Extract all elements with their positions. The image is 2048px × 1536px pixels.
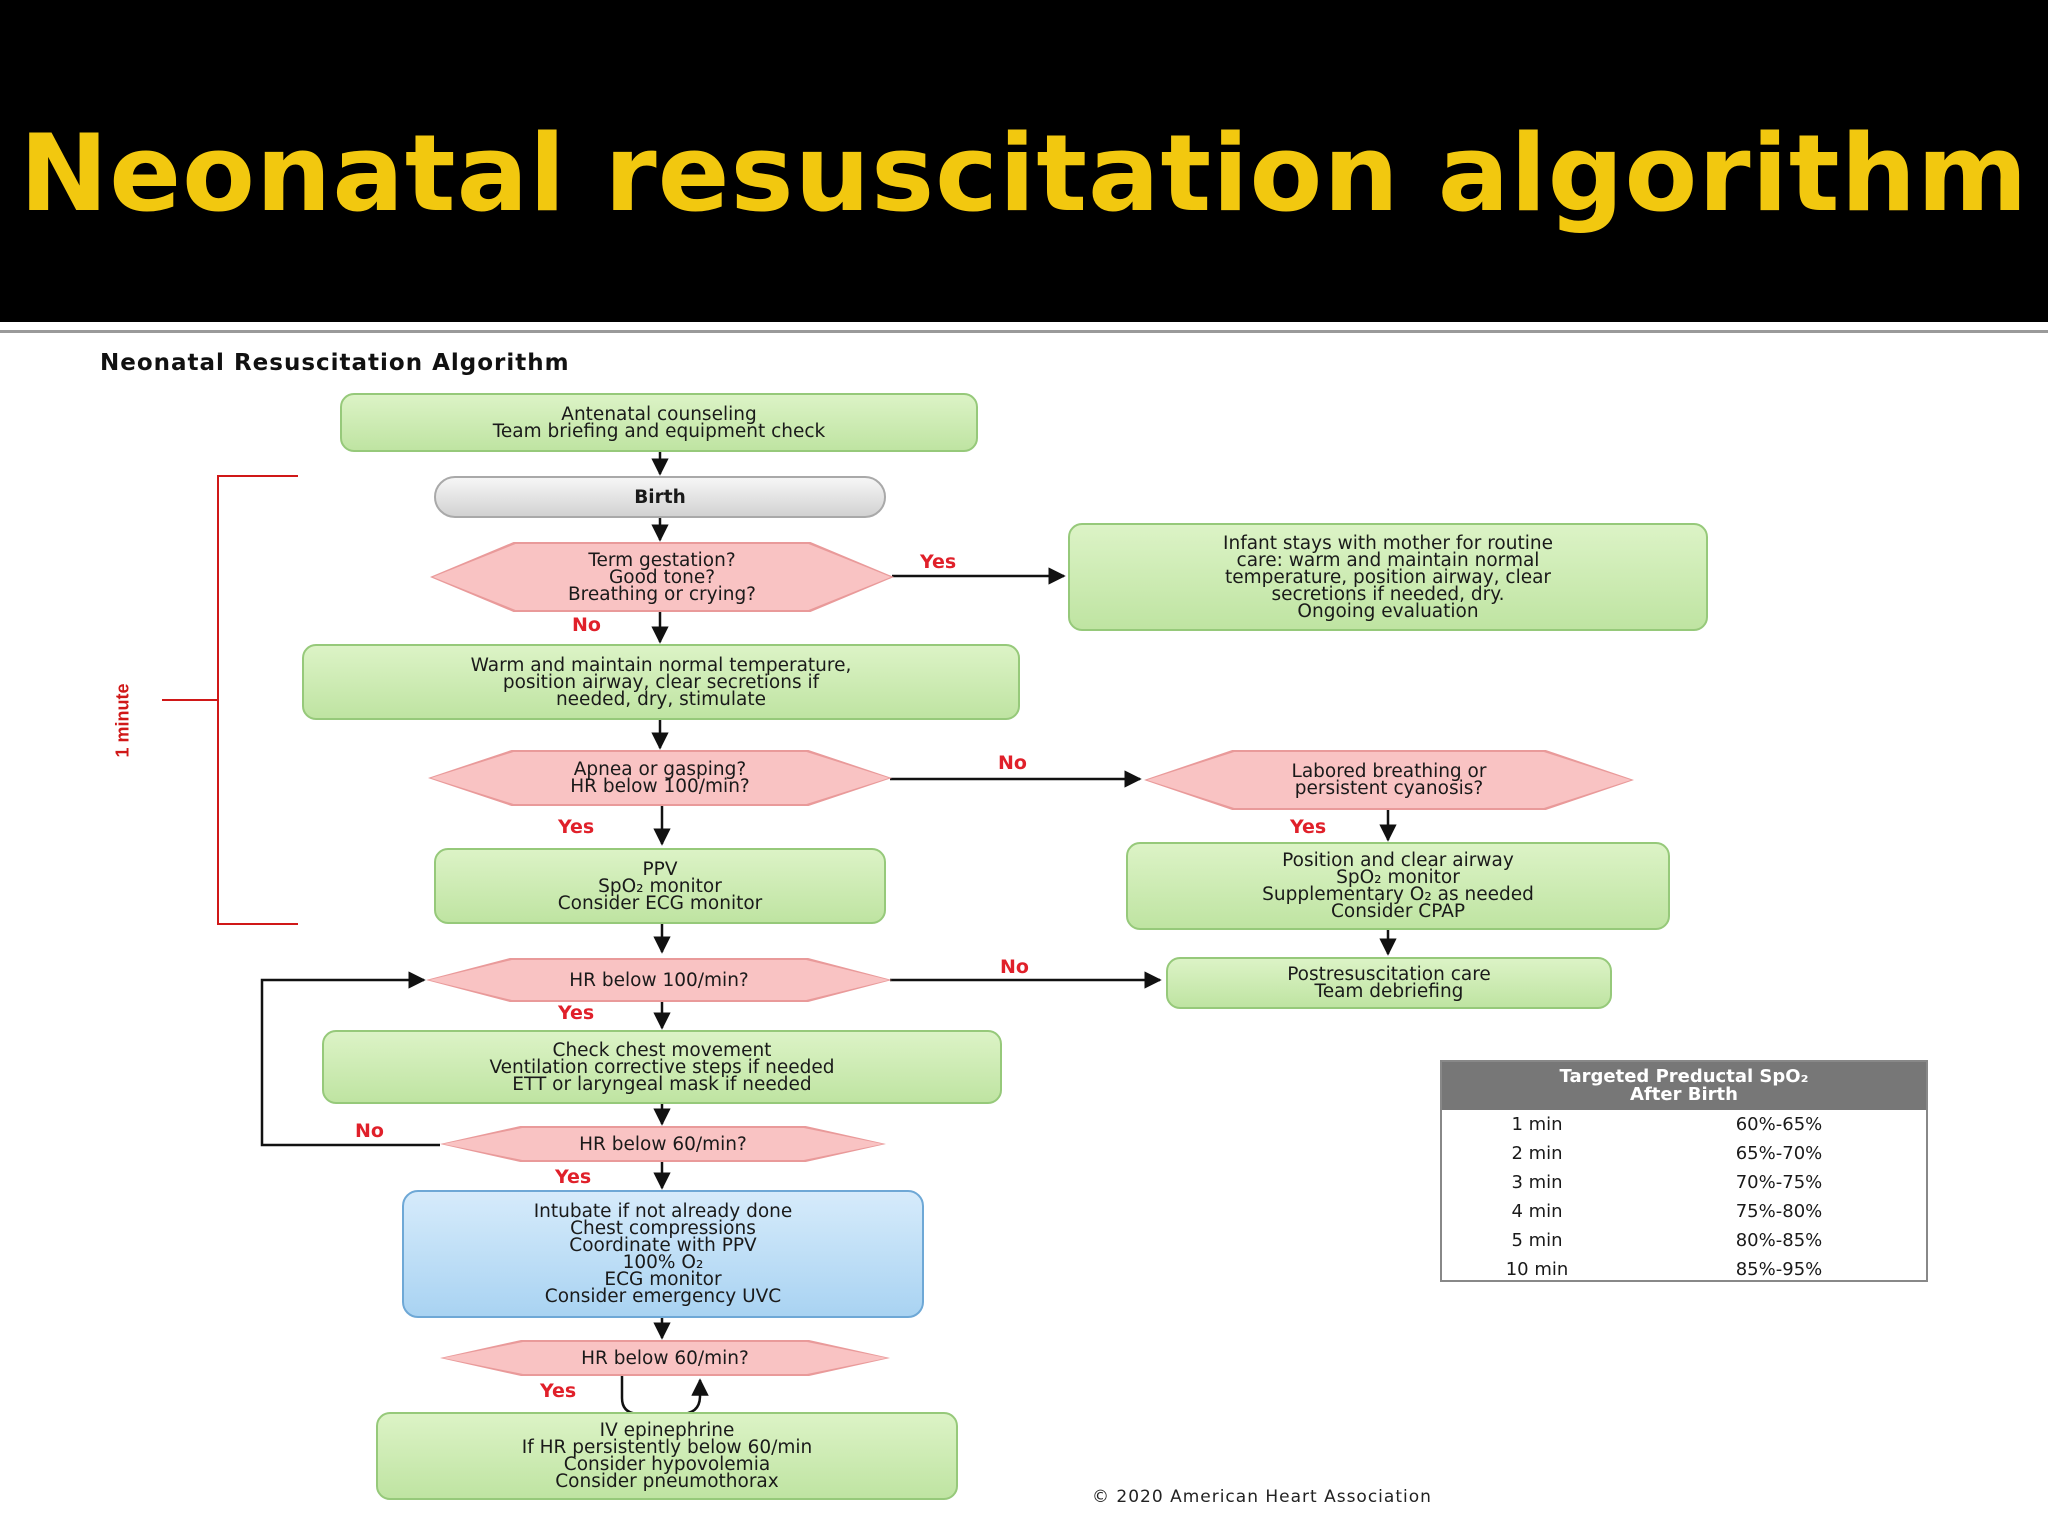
position-airway-box: Position and clear airway SpO₂ monitor S… [1126, 842, 1670, 930]
iv-epinephrine-box: IV epinephrine If HR persistently below … [376, 1412, 958, 1500]
apnea-no-label: No [998, 752, 1027, 774]
routine-care-box: Infant stays with mother for routine car… [1068, 523, 1708, 631]
divider-line [0, 330, 2048, 333]
range-cell: 85%-95% [1735, 1259, 1823, 1280]
spo2-table-header: Targeted Preductal SpO₂ After Birth [1442, 1062, 1926, 1110]
time-cell: 3 min [1511, 1172, 1563, 1193]
table-row: 2 min 65%-70% [1442, 1139, 1926, 1168]
range-cell: 70%-75% [1735, 1172, 1823, 1193]
range-cell: 80%-85% [1735, 1230, 1823, 1251]
time-cell: 4 min [1511, 1201, 1563, 1222]
range-cell: 75%-80% [1735, 1201, 1823, 1222]
spo2-target-table: Targeted Preductal SpO₂ After Birth 1 mi… [1440, 1060, 1928, 1282]
range-cell: 60%-65% [1735, 1114, 1823, 1135]
hr100-yes-label: Yes [558, 1002, 595, 1024]
hr-below-100-decision: HR below 100/min? [429, 960, 889, 1000]
time-cell: 1 min [1511, 1114, 1563, 1135]
table-row: 3 min 70%-75% [1442, 1168, 1926, 1197]
table-row: 10 min 85%-95% [1442, 1255, 1926, 1284]
spo2-table-title: Targeted Preductal SpO₂ [1559, 1066, 1809, 1087]
hr-below-60-decision-2: HR below 60/min? [443, 1342, 887, 1374]
hr-below-60-decision-1: HR below 60/min? [443, 1128, 883, 1160]
postresuscitation-care-box: Postresuscitation care Team debriefing [1166, 957, 1612, 1009]
labored-breathing-decision: Labored breathing or persistent cyanosis… [1147, 752, 1631, 808]
term-no-label: No [572, 614, 601, 636]
labored-yes-label: Yes [1290, 816, 1327, 838]
slide-title: Neonatal resuscitation algorithm [19, 112, 2029, 235]
term-yes-label: Yes [920, 551, 957, 573]
time-bracket-text: 1 minute [112, 683, 133, 758]
birth-box: Birth [434, 476, 886, 518]
divider [0, 322, 2048, 326]
table-row: 5 min 80%-85% [1442, 1226, 1926, 1255]
copyright-notice: © 2020 American Heart Association [1092, 1487, 1432, 1507]
warm-stimulate-box: Warm and maintain normal temperature, po… [302, 644, 1020, 720]
term-gestation-decision: Term gestation? Good tone? Breathing or … [433, 544, 891, 610]
intubate-compressions-box: Intubate if not already done Chest compr… [402, 1190, 924, 1318]
time-bracket-label: 1 minute [108, 672, 138, 772]
time-cell: 5 min [1511, 1230, 1563, 1251]
check-chest-movement-box: Check chest movement Ventilation correct… [322, 1030, 1002, 1104]
apnea-yes-label: Yes [558, 816, 595, 838]
table-row: 1 min 60%-65% [1442, 1110, 1926, 1139]
time-cell: 10 min [1505, 1259, 1569, 1280]
hr60a-no-label: No [355, 1120, 384, 1142]
time-cell: 2 min [1511, 1143, 1563, 1164]
diagram-heading: Neonatal Resuscitation Algorithm [100, 350, 570, 376]
ppv-box: PPV SpO₂ monitor Consider ECG monitor [434, 848, 886, 924]
table-row: 4 min 75%-80% [1442, 1197, 1926, 1226]
hr60b-yes-label: Yes [540, 1380, 577, 1402]
hr100-no-label: No [1000, 956, 1029, 978]
hr60a-yes-label: Yes [555, 1166, 592, 1188]
title-banner: Neonatal resuscitation algorithm [0, 0, 2048, 322]
range-cell: 65%-70% [1735, 1143, 1823, 1164]
spo2-table-subtitle: After Birth [1630, 1084, 1738, 1105]
apnea-decision: Apnea or gasping? HR below 100/min? [431, 752, 889, 804]
antenatal-counseling-box: Antenatal counseling Team briefing and e… [340, 393, 978, 452]
